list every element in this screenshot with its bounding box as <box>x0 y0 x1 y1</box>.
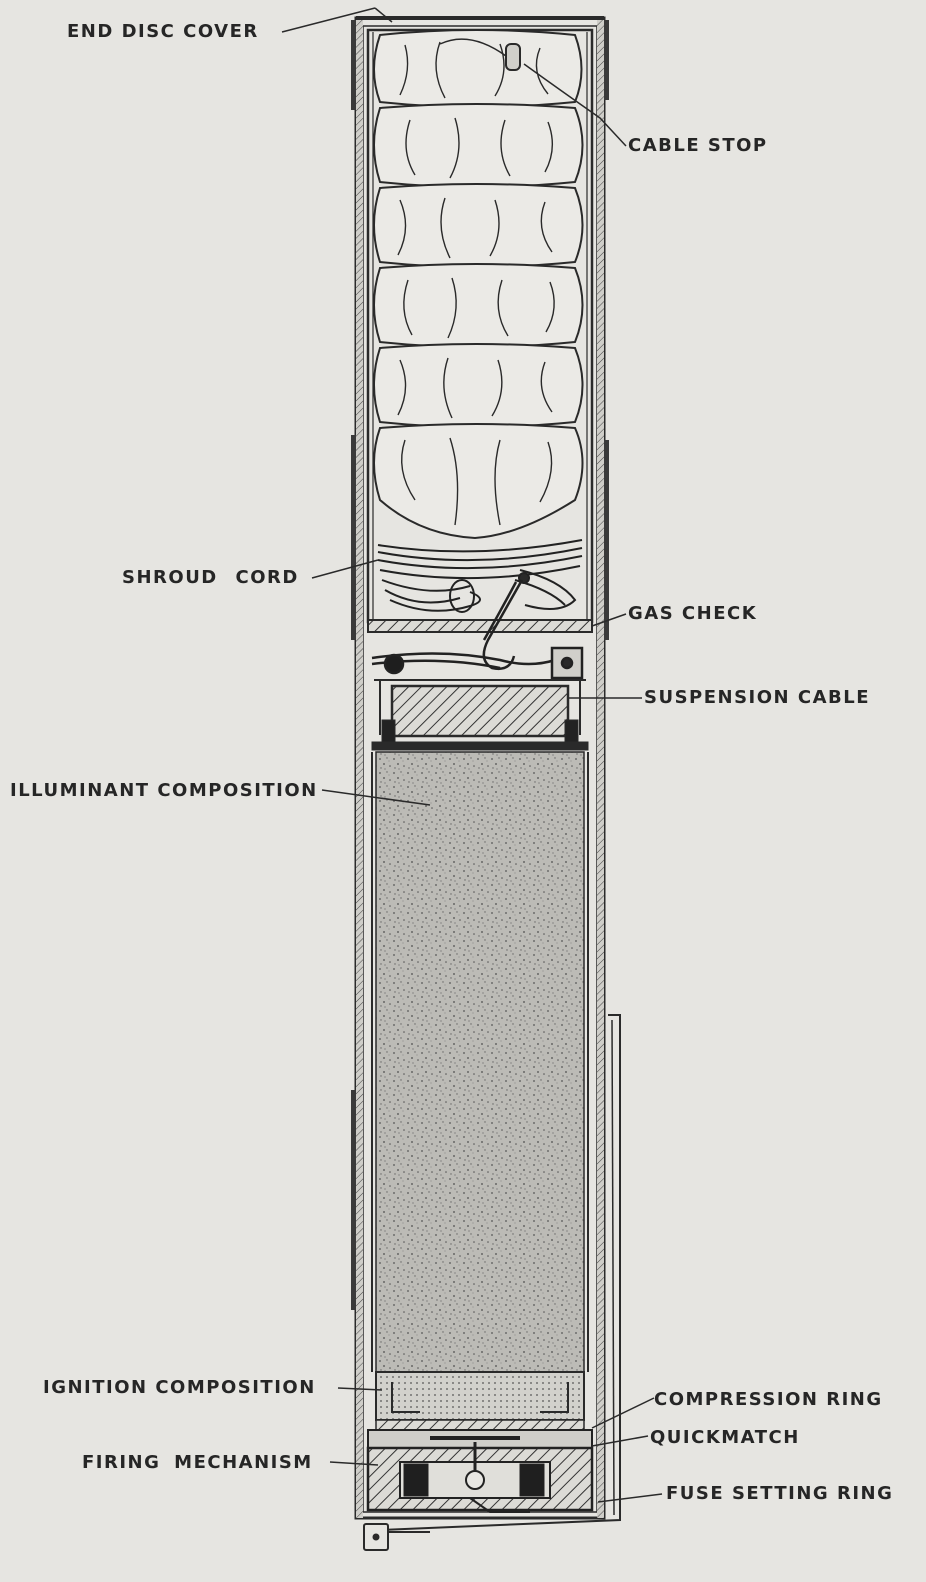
label-suspension-cable: SUSPENSION CABLE <box>644 687 871 708</box>
gas-check <box>367 619 593 633</box>
hook-assembly <box>371 579 584 680</box>
label-end-disc-cover: END DISC COVER <box>67 21 259 42</box>
label-shroud-cord: SHROUD CORD <box>122 567 299 588</box>
suspension-block <box>371 679 589 751</box>
label-compression-ring: COMPRESSION RING <box>654 1389 883 1410</box>
label-firing-mechanism: FIRING MECHANISM <box>82 1452 313 1473</box>
outer-case <box>354 16 606 1520</box>
label-illuminant-composition: ILLUMINANT COMPOSITION <box>10 780 318 801</box>
cable-stop <box>439 38 521 71</box>
label-ignition-composition: IGNITION COMPOSITION <box>43 1377 316 1398</box>
firing-mechanism-assembly <box>366 1429 594 1513</box>
external-fuse-line <box>363 1014 621 1551</box>
label-cable-stop: CABLE STOP <box>628 135 768 156</box>
case-strips <box>351 20 609 1310</box>
label-quickmatch: QUICKMATCH <box>650 1427 800 1448</box>
label-gas-check: GAS CHECK <box>628 603 758 624</box>
leader-lines <box>281 7 663 1503</box>
label-fuse-setting-ring: FUSE SETTING RING <box>666 1483 894 1504</box>
parachute-folds <box>373 29 584 540</box>
ignition-layer <box>375 1371 585 1431</box>
illuminant-body <box>371 751 589 1373</box>
shroud-cord-coils <box>377 539 583 613</box>
